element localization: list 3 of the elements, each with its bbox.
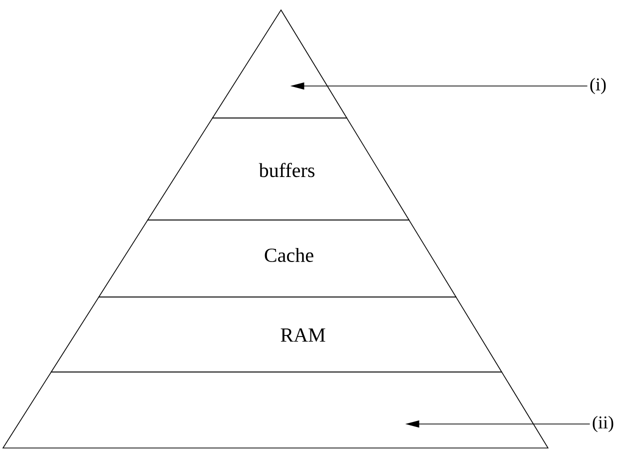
callout-label: (ii) (592, 416, 614, 432)
pyramid-level: Cache (98, 220, 457, 298)
callout-label: (i) (590, 78, 606, 94)
